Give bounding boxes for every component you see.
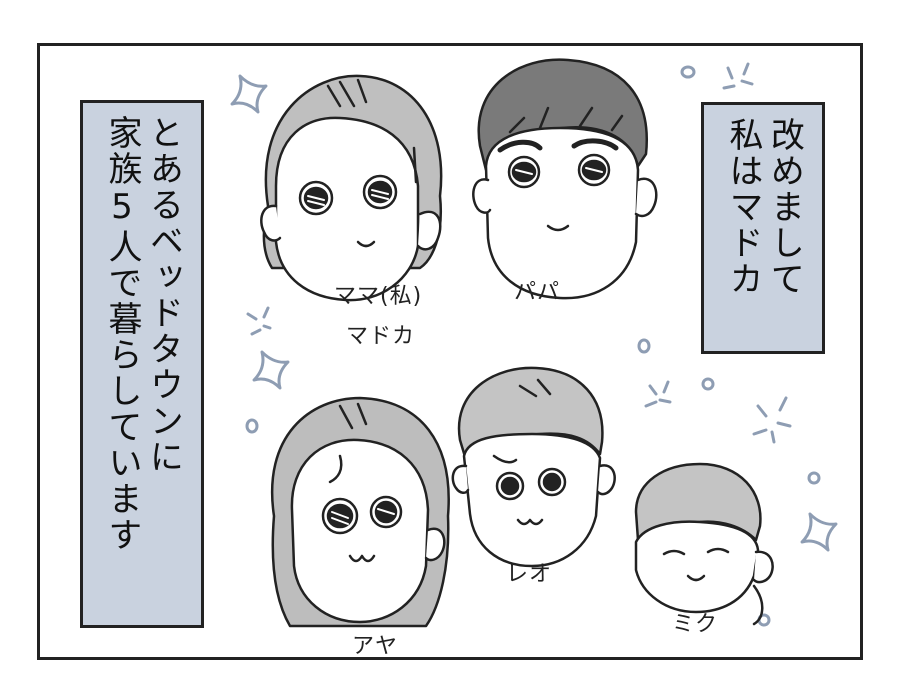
comic-panel: とあるベッドタウンに 家族5人で暮らしています 改めまして 私はマドカ ママ(私… <box>37 43 863 660</box>
caption-right-line-1: 改めまして <box>764 117 805 297</box>
reo-character <box>451 366 616 568</box>
aya-character <box>271 396 450 628</box>
papa-character <box>472 58 658 300</box>
caption-right-line-2: 私はマドカ <box>723 117 763 297</box>
caption-box-left: とあるベッドタウンに 家族5人で暮らしています <box>80 100 204 628</box>
label-miku: ミク <box>672 612 719 637</box>
family-illustration <box>230 58 838 628</box>
caption-box-right: 改めまして 私はマドカ <box>701 102 825 354</box>
label-reo: レオ <box>506 562 553 587</box>
miku-character <box>634 462 774 626</box>
label-mama: ママ(私) <box>334 284 423 309</box>
label-papa: パパ <box>514 280 561 305</box>
caption-left-line-2: 家族5人で暮らしています <box>102 115 142 553</box>
sparkle-icon <box>230 62 838 627</box>
mama-character <box>260 74 443 302</box>
label-aya: アヤ <box>352 634 399 659</box>
label-madoka: マドカ <box>346 324 416 349</box>
caption-left-line-1: とあるベッドタウンに <box>143 115 184 475</box>
